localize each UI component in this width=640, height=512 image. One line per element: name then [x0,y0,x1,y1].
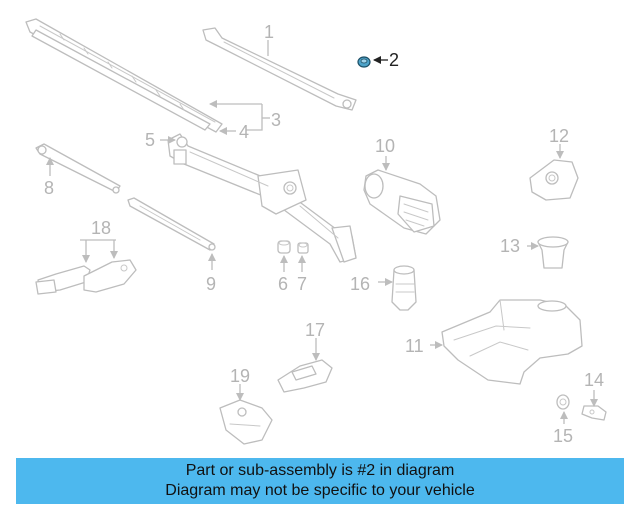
callout-8: 8 [44,178,54,198]
bushing-7-part[interactable] [297,242,309,254]
callout-6: 6 [278,274,288,294]
callout-4: 4 [239,122,249,142]
callout-16: 16 [350,274,370,294]
callout-13: 13 [500,236,520,256]
callout-11: 11 [405,336,424,356]
leader-lines [46,40,598,424]
callout-15: 15 [553,426,573,446]
nozzle-assembly-18-part[interactable] [35,259,137,295]
callout-14: 14 [584,370,604,390]
part-info-line: Part or sub-assembly is #2 in diagram [185,462,455,479]
callout-19: 19 [230,366,250,386]
rod-8-part[interactable] [35,143,121,194]
callout-17: 17 [305,320,325,340]
callout-1: 1 [264,22,274,42]
callout-labels: 1 2 3 4 5 6 7 8 9 10 11 12 13 14 15 16 1… [44,22,604,446]
callout-10: 10 [375,136,395,156]
callout-18: 18 [91,218,111,238]
rod-9-part[interactable] [127,197,216,251]
callout-12: 12 [549,126,569,146]
wiper-motor-part[interactable] [363,169,441,235]
wiper-arm-part[interactable] [202,27,357,111]
washer-pump-part[interactable] [391,265,417,311]
callout-2: 2 [389,50,399,70]
parts-diagram: 1 2 3 4 5 6 7 8 9 10 11 12 13 14 15 16 1… [25,18,607,446]
grommet-15-part[interactable] [556,394,570,410]
callout-3: 3 [271,110,281,130]
callout-7: 7 [297,274,307,294]
nozzle-19-part[interactable] [219,399,273,445]
wiper-linkage-part[interactable] [167,133,357,263]
part-2-nut-highlighted[interactable] [357,56,371,68]
bracket-12-part[interactable] [529,159,579,201]
callout-5: 5 [145,130,155,150]
nozzle-17-part[interactable] [277,359,333,393]
callout-9: 9 [206,274,216,294]
diagram-disclaimer-line: Diagram may not be specific to your vehi… [165,482,475,499]
washer-reservoir-part[interactable] [441,299,583,385]
grommet-13-part[interactable] [537,236,569,269]
sensor-14-part[interactable] [581,405,607,421]
bushing-6-part[interactable] [277,240,291,254]
wiper-blade-part[interactable] [25,18,223,133]
part-info-banner: Part or sub-assembly is #2 in diagram Di… [16,458,624,504]
